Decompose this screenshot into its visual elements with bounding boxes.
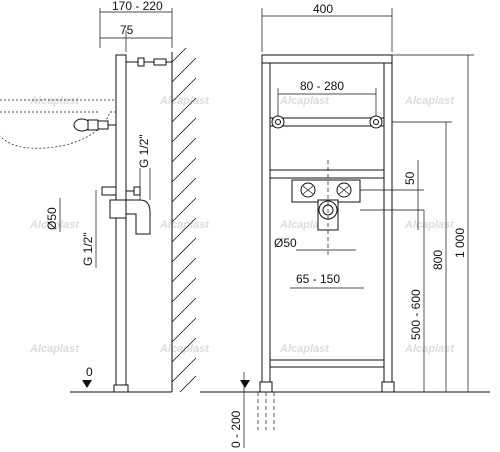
dim-thread-upper: G 1/2": [137, 134, 151, 200]
frame-foot-side: [113, 384, 129, 393]
frame-top-rail: [261, 54, 393, 64]
water-outlets-front: [291, 179, 361, 203]
watermark: Alcaplast: [279, 95, 330, 107]
dim-frame-width: 400: [261, 2, 393, 52]
water-inlet-side: [101, 186, 141, 196]
frame-foot-left: [259, 381, 273, 393]
dim-label-thread-upper: G 1/2": [137, 134, 151, 168]
dim-label-leg-adjust: 0 - 200: [229, 410, 243, 448]
dim-bracket-spacing: 80 - 280: [277, 79, 377, 116]
frame-bottom-rail: [269, 359, 385, 368]
dim-thread-lower: G 1/2": [81, 190, 97, 268]
floor-level-marker: [82, 380, 92, 388]
watermark: Alcaplast: [279, 343, 330, 355]
dim-label-frame-width: 400: [313, 2, 333, 16]
dim-drain-height-range: 500 - 600: [409, 210, 425, 392]
frame-foot-right: [381, 381, 395, 393]
dim-label-outlet-height: 800: [431, 250, 445, 270]
dim-top-offset: 75: [100, 23, 172, 52]
dim-total-height: 1 000: [392, 54, 474, 392]
side-view: 170 - 220 75 G 1/2" Ø50 G 1/2" 0: [0, 0, 197, 393]
watermark: Alcaplast: [404, 343, 455, 355]
floor-marker-front: [240, 380, 250, 388]
dim-label-drain-height-range: 500 - 600: [409, 289, 423, 340]
dim-drain-height: 50: [360, 160, 424, 230]
watermark: Alcaplast: [29, 343, 80, 355]
watermark: Alcaplast: [29, 95, 80, 107]
watermark: Alcaplast: [279, 219, 330, 231]
angle-valve: [73, 118, 116, 132]
dim-label-bracket-spacing: 80 - 280: [300, 79, 344, 93]
dim-drain-side: Ø50: [45, 198, 61, 232]
dim-drain-front: Ø50: [274, 236, 356, 251]
watermark: Alcaplast: [404, 219, 455, 231]
dim-label-outlet-spacing: 65 - 150: [296, 272, 340, 286]
dim-outlet-spacing: 65 - 150: [290, 272, 364, 289]
dim-label-total-height: 1 000: [453, 228, 467, 258]
front-view: 400 80 - 280 50 Ø50 65 - 150: [200, 2, 490, 448]
frame-upright-left: [261, 54, 271, 389]
frame-upright-side: [115, 54, 127, 393]
wall-hatching: [171, 47, 197, 393]
floor-level-label: 0: [86, 365, 93, 379]
washbasin-outline: [0, 99, 117, 149]
frame-mid-rail: [269, 169, 385, 179]
watermark: Alcaplast: [404, 95, 455, 107]
watermark: Alcaplast: [159, 95, 210, 107]
dim-label-drain-diameter-front: Ø50: [274, 236, 297, 250]
drain-elbow-side: [109, 199, 151, 235]
dim-leg-adjust: 0 - 200: [229, 372, 258, 448]
dim-outlet-height: 800: [392, 121, 452, 392]
watermarks: Alcaplast Alcaplast Alcaplast Alcaplast …: [29, 95, 455, 355]
dim-label-top-offset: 75: [120, 23, 134, 37]
frame-upright-right: [383, 54, 393, 389]
dim-top-width: 170 - 220: [99, 0, 173, 48]
dim-label-drain-diameter-side: Ø50: [45, 207, 59, 230]
dim-label-top-width: 170 - 220: [112, 0, 163, 13]
dim-label-drain-height: 50: [403, 171, 417, 185]
dim-label-thread-lower: G 1/2": [81, 232, 95, 266]
watermark: Alcaplast: [29, 219, 80, 231]
basin-bracket-bar: [269, 115, 385, 129]
wall-anchor: [126, 57, 172, 67]
